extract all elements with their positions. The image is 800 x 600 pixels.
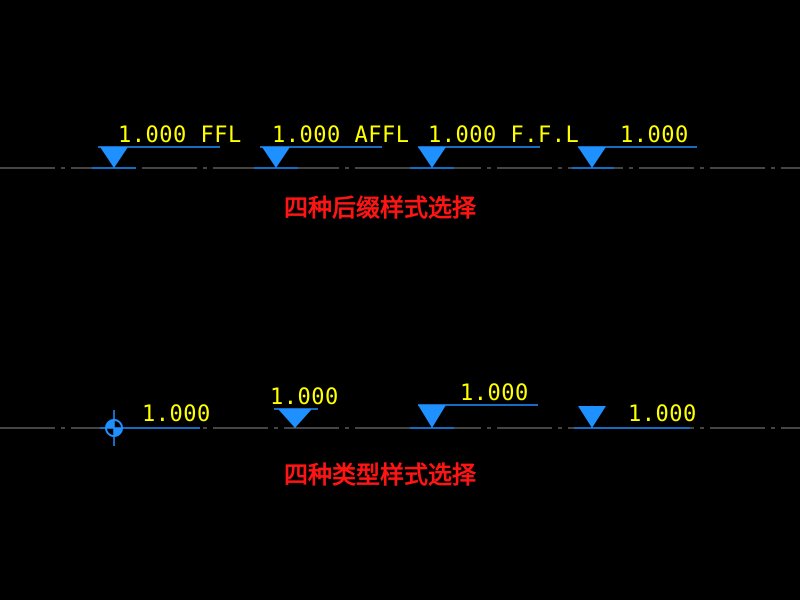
elevation-triangle-icon: [418, 147, 446, 168]
elevation-marker-plain: 1.000: [572, 123, 697, 169]
elevation-marker-f-f-l: 1.000 F.F.L: [410, 123, 579, 169]
datum-quadrant-fill: [106, 420, 114, 428]
elevation-label: 1.000: [460, 381, 529, 406]
elevation-triangle-icon: [578, 406, 606, 428]
elevation-triangle-icon: [100, 147, 128, 168]
elevation-marker-leader-high: 1.000: [410, 381, 538, 429]
elevation-label: 1.000: [142, 402, 211, 427]
elevation-label: 1.000 AFFL: [272, 123, 409, 148]
type-styles-caption: 四种类型样式选择: [284, 461, 477, 489]
datum-quadrant-fill: [114, 428, 122, 436]
suffix-styles-caption: 四种后缀样式选择: [284, 194, 477, 222]
elevation-marker-flat: 1.000: [574, 402, 697, 429]
elevation-label: 1.000 F.F.L: [428, 123, 579, 148]
elevation-label: 1.000: [270, 385, 339, 410]
elevation-triangle-icon: [262, 147, 290, 168]
elevation-label: 1.000: [620, 123, 689, 148]
elevation-triangle-icon: [418, 405, 446, 428]
elevation-marker-triangle-above: 1.000: [270, 385, 339, 428]
elevation-triangle-icon: [578, 147, 606, 168]
elevation-label: 1.000 FFL: [118, 123, 242, 148]
elevation-marker-affl: 1.000 AFFL: [254, 123, 409, 169]
elevation-marker-ffl: 1.000 FFL: [92, 123, 242, 169]
elevation-triangle-icon: [278, 409, 312, 428]
elevation-label: 1.000: [628, 402, 697, 427]
elevation-marker-datum: 1.000: [100, 402, 211, 446]
